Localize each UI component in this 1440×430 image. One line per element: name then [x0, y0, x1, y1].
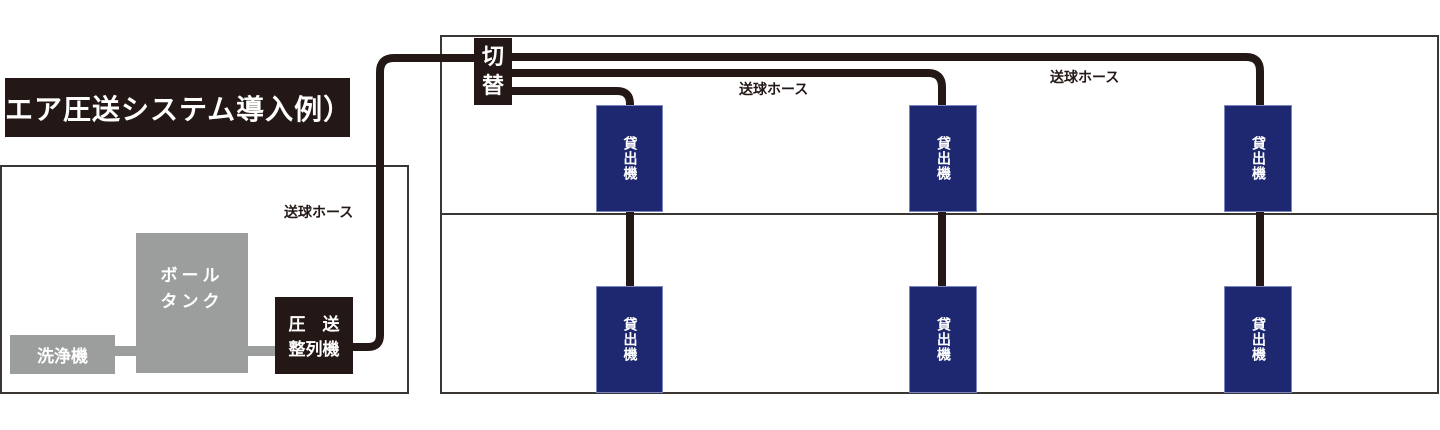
dispenser-label: 貸出機	[1250, 317, 1266, 362]
dispenser-bottom-3: 貸出機	[1224, 286, 1292, 393]
dispenser-top-3: 貸出機	[1224, 105, 1292, 212]
hose-label-left: 送球ホース	[284, 205, 354, 221]
branch-hose-3	[510, 53, 1264, 106]
washer: 洗浄機	[10, 335, 115, 374]
dispenser-label: 貸出機	[621, 136, 638, 181]
equipment-room-frame	[0, 165, 409, 394]
dispenser-bottom-1: 貸出機	[596, 286, 663, 393]
switch-label-1: 切	[481, 44, 504, 70]
washer-tank-connector	[114, 346, 138, 356]
dispenser-label: 貸出機	[935, 136, 951, 181]
ball-tank-label-line2: タンク	[160, 292, 224, 312]
hose-label-right-1: 送球ホース	[739, 82, 809, 98]
dispenser-label: 貸出機	[935, 317, 951, 362]
dispenser-bottom-2: 貸出機	[909, 286, 977, 393]
dispenser-label: 貸出機	[1250, 136, 1266, 181]
tank-feeder-connector	[246, 346, 276, 356]
feeder-label-line2: 整列機	[288, 339, 340, 360]
ball-tank: ボール タンク	[136, 233, 248, 373]
switch-unit: 切 替	[474, 38, 512, 105]
branch-hose-2	[510, 69, 946, 106]
feeder-aligner: 圧 送 整列機	[275, 297, 353, 374]
dispenser-top-1: 貸出機	[596, 105, 663, 212]
feeder-label-line1: 圧 送	[288, 314, 340, 335]
ball-tank-label-line1: ボール	[160, 266, 224, 286]
dispenser-top-2: 貸出機	[909, 105, 977, 212]
diagram-title: エア圧送システム導入例）	[5, 78, 351, 137]
hose-label-right-2: 送球ホース	[1050, 70, 1120, 86]
branch-hose-1	[510, 87, 634, 106]
switch-label-2: 替	[481, 73, 504, 99]
washer-label: 洗浄機	[37, 347, 88, 367]
main-hose	[352, 54, 476, 351]
dispenser-label: 貸出機	[621, 317, 638, 362]
